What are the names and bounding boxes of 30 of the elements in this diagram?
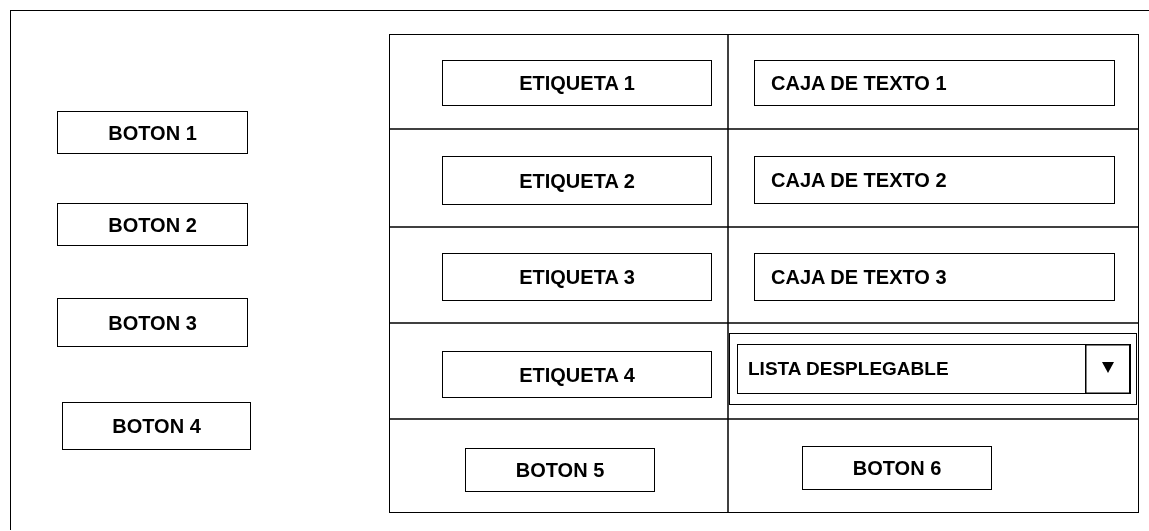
button-label: BOTON 1 bbox=[107, 121, 198, 145]
field-text: CAJA DE TEXTO 1 bbox=[771, 72, 947, 95]
field-text: CAJA DE TEXTO 2 bbox=[771, 169, 947, 192]
button-label: BOTON 5 bbox=[514, 459, 606, 482]
label-text: ETIQUETA 2 bbox=[518, 169, 636, 193]
button-label: BOTON 3 bbox=[107, 311, 198, 335]
label-text: ETIQUETA 1 bbox=[518, 72, 636, 95]
button bbox=[57, 111, 248, 154]
label-text: ETIQUETA 3 bbox=[518, 266, 636, 289]
text-input-field bbox=[754, 60, 1115, 106]
button bbox=[62, 402, 251, 450]
label-box bbox=[442, 253, 712, 301]
label-box bbox=[442, 351, 712, 398]
dropdown-text: LISTA DESPLEGABLE bbox=[748, 358, 949, 380]
label-text: ETIQUETA 4 bbox=[518, 363, 636, 387]
window-frame bbox=[10, 10, 1149, 530]
form-grid-panel bbox=[389, 34, 1139, 513]
button bbox=[57, 298, 248, 347]
label-box bbox=[442, 60, 712, 106]
button bbox=[465, 448, 655, 492]
button-label: BOTON 4 bbox=[111, 415, 202, 438]
button-label: BOTON 6 bbox=[851, 457, 943, 480]
text-input-field bbox=[754, 156, 1115, 204]
button-label: BOTON 2 bbox=[107, 213, 198, 237]
button bbox=[802, 446, 992, 490]
dropdown-list bbox=[737, 344, 1130, 394]
button bbox=[57, 203, 248, 246]
label-box bbox=[442, 156, 712, 205]
text-input-field bbox=[754, 253, 1115, 301]
field-text: CAJA DE TEXTO 3 bbox=[771, 266, 947, 289]
